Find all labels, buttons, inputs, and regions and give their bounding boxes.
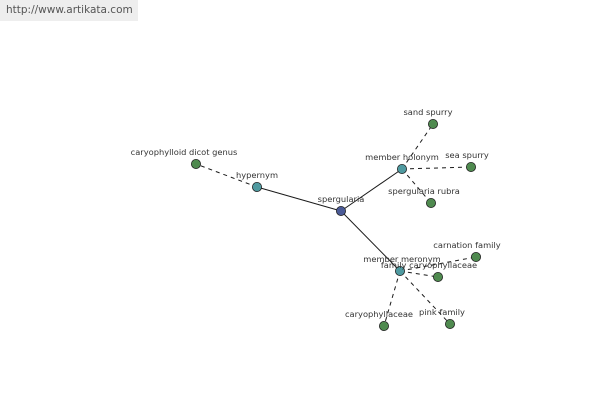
- node-label-pink-family: pink family: [419, 307, 465, 317]
- node-marker-sea-spurry[interactable]: [465, 161, 476, 172]
- node-member-holonym[interactable]: member holonym: [365, 152, 439, 174]
- node-pink-family[interactable]: pink family: [419, 307, 465, 329]
- node-marker-pink-family[interactable]: [444, 318, 455, 329]
- node-label-carnation-family: carnation family: [433, 240, 500, 250]
- edge-member-meronym-to-caryophyllaceae: [383, 270, 401, 327]
- node-label-sand-spurry: sand spurry: [403, 107, 452, 117]
- edge-member-holonym-to-sea-spurry: [401, 166, 472, 170]
- node-label-center: spergularia: [318, 194, 365, 204]
- node-caryophyllaceae[interactable]: caryophyllaceae: [345, 309, 413, 331]
- node-label-hypernym: hypernym: [236, 170, 278, 180]
- node-label-member-meronym: member meronym: [363, 254, 440, 264]
- graph-nodes: spergularia hypernym member holonym member …: [131, 107, 501, 331]
- node-marker-family-caryophyllaceae[interactable]: [432, 271, 443, 282]
- edge-center-to-member-meronym: [340, 210, 401, 272]
- node-family-caryophyllaceae[interactable]: family caryophyllaceae: [381, 260, 477, 282]
- node-marker-carnation-family[interactable]: [470, 251, 481, 262]
- node-hypernym[interactable]: hypernym: [236, 170, 278, 192]
- node-label-caryophylloid-dicot-genus: caryophylloid dicot genus: [131, 147, 238, 157]
- node-marker-member-holonym[interactable]: [396, 163, 407, 174]
- node-marker-spergularia-rubra[interactable]: [425, 197, 436, 208]
- node-sand-spurry[interactable]: sand spurry: [403, 107, 453, 130]
- node-label-sea-spurry: sea spurry: [445, 150, 489, 160]
- watermark-url: http://www.artikata.com: [0, 0, 138, 21]
- node-sea-spurry[interactable]: sea spurry: [445, 150, 489, 172]
- graph-edges: [195, 123, 477, 327]
- node-caryophylloid-dicot-genus[interactable]: caryophylloid dicot genus: [131, 147, 238, 169]
- edge-member-meronym-to-carnation-family: [399, 256, 477, 272]
- edge-member-meronym-to-family-caryophyllaceae: [399, 270, 439, 278]
- node-center[interactable]: spergularia: [318, 194, 365, 216]
- node-label-spergularia-rubra: spergularia rubra: [388, 186, 460, 196]
- node-marker-sand-spurry[interactable]: [427, 119, 438, 130]
- node-spergularia-rubra[interactable]: spergularia rubra: [388, 186, 460, 208]
- edge-center-to-member-holonym: [340, 168, 403, 212]
- node-marker-caryophylloid-dicot-genus[interactable]: [190, 158, 201, 169]
- node-marker-center[interactable]: [335, 205, 346, 216]
- node-marker-hypernym[interactable]: [251, 181, 262, 192]
- node-label-member-holonym: member holonym: [365, 152, 439, 162]
- node-label-caryophyllaceae: caryophyllaceae: [345, 309, 413, 319]
- edge-center-to-hypernym: [256, 186, 342, 212]
- node-carnation-family[interactable]: carnation family: [433, 240, 501, 262]
- node-marker-caryophyllaceae[interactable]: [378, 320, 389, 331]
- edge-hypernym-to-caryophylloid-dicot-genus: [195, 163, 258, 188]
- node-marker-member-meronym[interactable]: [394, 265, 405, 276]
- edge-member-holonym-to-sand-spurry: [401, 123, 434, 170]
- node-member-meronym[interactable]: member meronym: [363, 254, 441, 276]
- node-label-family-caryophyllaceae: family caryophyllaceae: [381, 260, 477, 270]
